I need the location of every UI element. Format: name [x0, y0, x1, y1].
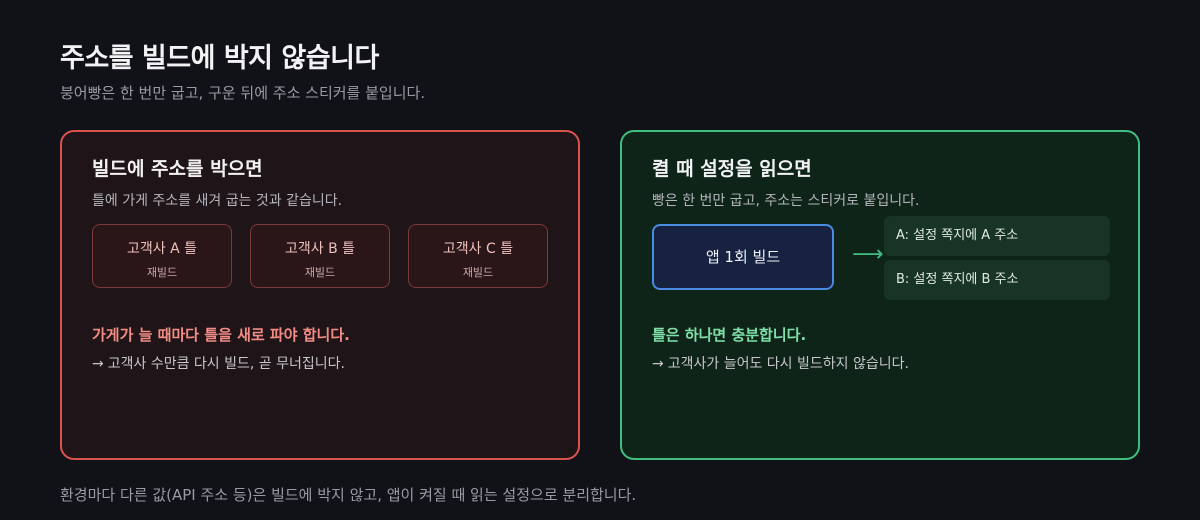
right-arrow-icon: →	[92, 356, 104, 372]
bad-panel-note-text: 고객사 수만큼 다시 빌드, 곧 무너집니다.	[107, 356, 345, 372]
bad-panel-note: →고객사 수만큼 다시 빌드, 곧 무너집니다.	[92, 353, 345, 373]
mold-name: 고객사 A 틀	[127, 241, 197, 257]
footer-note: 환경마다 다른 값(API 주소 등)은 빌드에 박지 않고, 앱이 켜질 때 …	[60, 486, 637, 504]
right-arrow-icon: →	[652, 356, 664, 372]
mold-sub: 재빌드	[146, 266, 178, 279]
runtime-config-panel: 켤 때 설정을 읽으면 빵은 한 번만 굽고, 주소는 스티커로 붙입니다. 앱…	[620, 130, 1140, 460]
mold-name: 고객사 C 틀	[442, 241, 514, 257]
good-panel-title: 켤 때 설정을 읽으면	[652, 158, 812, 180]
good-panel-conclusion: 틀은 하나면 충분합니다.	[652, 326, 807, 344]
page-subtitle: 붕어빵은 한 번만 굽고, 구운 뒤에 주소 스티커를 붙입니다.	[60, 84, 426, 102]
mold-card-b: 고객사 B 틀 재빌드	[250, 224, 390, 288]
bad-panel-title: 빌드에 주소를 박으면	[92, 158, 263, 180]
flow-arrow-icon: ⟶	[852, 242, 884, 267]
mold-sub: 재빌드	[462, 266, 494, 279]
good-panel-note-text: 고객사가 늘어도 다시 빌드하지 않습니다.	[667, 356, 909, 372]
bad-panel-description: 틀에 가게 주소를 새겨 굽는 것과 같습니다.	[92, 193, 343, 209]
single-build-box: 앱 1회 빌드	[652, 224, 834, 290]
bad-panel-conclusion: 가게가 늘 때마다 틀을 새로 파야 합니다.	[92, 326, 350, 344]
good-panel-description: 빵은 한 번만 굽고, 주소는 스티커로 붙입니다.	[652, 193, 920, 209]
config-sticker-a: A: 설정 쪽지에 A 주소	[884, 216, 1110, 256]
hardcoded-build-panel: 빌드에 주소를 박으면 틀에 가게 주소를 새겨 굽는 것과 같습니다. 고객사…	[60, 130, 580, 460]
config-sticker-b: B: 설정 쪽지에 B 주소	[884, 260, 1110, 300]
mold-card-a: 고객사 A 틀 재빌드	[92, 224, 232, 288]
mold-card-c: 고객사 C 틀 재빌드	[408, 224, 548, 288]
page-title: 주소를 빌드에 박지 않습니다	[60, 43, 379, 74]
good-panel-note: →고객사가 늘어도 다시 빌드하지 않습니다.	[652, 353, 909, 373]
mold-name: 고객사 B 틀	[284, 241, 356, 257]
mold-sub: 재빌드	[304, 266, 336, 279]
